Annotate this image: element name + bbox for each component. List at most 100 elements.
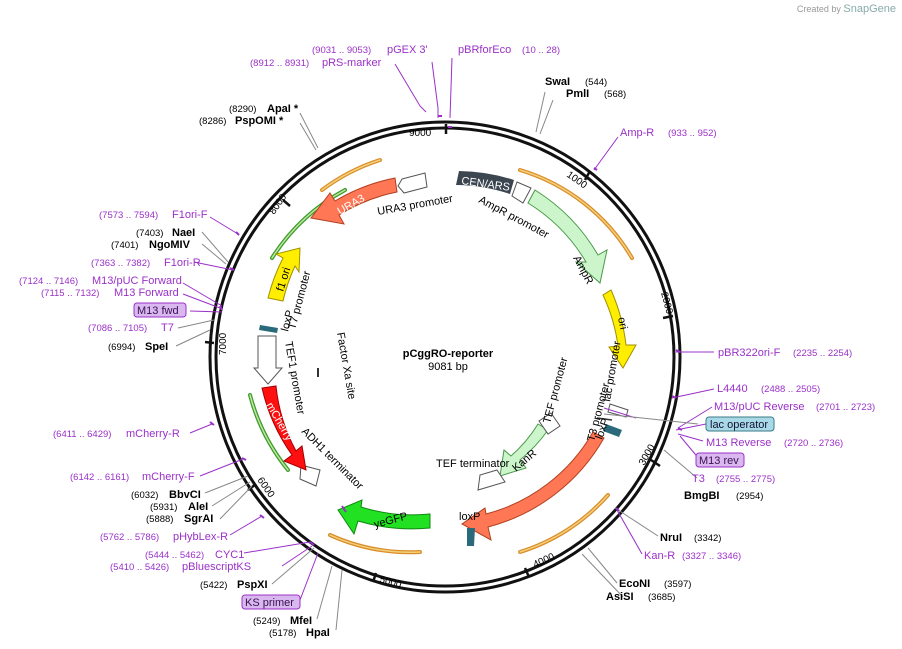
feature-label-loxp-b: loxP	[459, 511, 480, 523]
site-name-ks-primer: KS primer	[245, 597, 294, 609]
site-name-swai: SwaI	[545, 76, 570, 88]
site-coords-spei: (6994)	[108, 342, 135, 353]
site-coords-alei: (5931)	[150, 502, 177, 513]
site-coords-t7: (7086 .. 7105)	[88, 323, 147, 334]
cen-ars-feature	[456, 171, 514, 194]
feature-label-ura3-promoter: URA3 promoter	[376, 193, 454, 218]
yegfp-feature	[337, 499, 431, 536]
tick-label-1000: 1000	[564, 169, 589, 191]
kanr-feature	[499, 423, 549, 477]
site-name-bmgbi: BmgBI	[684, 490, 719, 502]
tick-label-9000: 9000	[409, 128, 432, 139]
mcherry-feature	[261, 385, 307, 471]
site-name-m13-forward: M13 Forward	[114, 287, 179, 299]
site-coords-m13-reverse: (2720 .. 2736)	[784, 438, 843, 449]
site-name-pbrforeco: pBRforEco	[458, 44, 511, 56]
site-coords-pmli: (568)	[604, 89, 626, 100]
site-coords-pspxi: (5422)	[200, 580, 227, 591]
site-coords-mcherry-f: (6142 .. 6161)	[70, 472, 129, 483]
site-coords-ngomiv: (7401)	[111, 240, 138, 251]
site-name-lac-operator: lac operator	[710, 419, 768, 431]
ura3-promoter-feature	[397, 172, 428, 194]
snapgene-watermark: Created by SnapGene	[797, 3, 896, 15]
site-name-naei: NaeI	[172, 227, 195, 239]
orf-arcs	[320, 158, 634, 555]
site-name-pbr322ori-f: pBR322ori-F	[718, 347, 781, 359]
site-name-m13-puc-forward: M13/pUC Forward	[92, 275, 182, 287]
site-coords-apai: (8290)	[229, 104, 256, 115]
site-coords-pbluescriptks: (5410 .. 5426)	[110, 562, 169, 573]
site-coords-amp-r: (933 .. 952)	[668, 128, 717, 139]
site-coords-bmgbi: (2954)	[736, 491, 763, 502]
site-coords-naei: (7403)	[136, 228, 163, 239]
site-coords-mfei: (5249)	[253, 616, 280, 627]
tick-label-7000: 7000	[218, 332, 229, 355]
site-name-nrui: NruI	[660, 532, 682, 544]
site-name-mcherry-r: mCherry-R	[126, 428, 180, 440]
site-name-kan-r: Kan-R	[644, 550, 675, 562]
site-coords-nrui: (3342)	[694, 533, 721, 544]
site-name-pbluescriptks: pBluescriptKS	[182, 561, 251, 573]
site-coords-hpai: (5178)	[269, 628, 296, 639]
f1-ori-feature	[267, 247, 301, 302]
leader-lines	[175, 57, 715, 631]
adh1-terminator-feature	[299, 464, 321, 487]
site-name-alei: AleI	[188, 501, 208, 513]
feature-label-tef-promoter: TEF promoter	[541, 356, 570, 425]
m13-rev-box	[695, 452, 745, 468]
lac-operator-box	[705, 416, 775, 432]
site-coords-f1ori-r: (7363 .. 7382)	[91, 258, 150, 269]
site-coords-cyc1: (5444 .. 5462)	[145, 550, 204, 561]
site-name-cyc1: CYC1	[215, 549, 244, 561]
plasmid-name: pCggRO-reporter	[403, 348, 494, 360]
feature-label-loxp-c: loxP	[279, 309, 296, 333]
tick-label-5000: 5000	[378, 574, 403, 590]
site-name-pspomi: PspOMI *	[235, 115, 284, 127]
tef-terminator-feature	[477, 469, 506, 491]
site-name-pgex3: pGEX 3'	[387, 44, 428, 56]
site-labels: (9031 .. 9053) pGEX 3' pBRforEco (10 .. …	[19, 44, 875, 639]
site-coords-pgex3: (9031 .. 9053)	[312, 45, 371, 56]
ampr-promoter-feature	[511, 181, 532, 204]
site-coords-f1ori-f: (7573 .. 7594)	[99, 210, 158, 221]
site-coords-l4440: (2488 .. 2505)	[761, 384, 820, 395]
site-name-mcherry-f: mCherry-F	[142, 471, 195, 483]
loxp-feature-a	[603, 424, 622, 437]
site-name-f1ori-f: F1ori-F	[172, 209, 208, 221]
site-name-m13-fwd: M13 fwd	[137, 305, 179, 317]
site-name-l4440: L4440	[717, 383, 748, 395]
site-name-t3: T3	[692, 473, 705, 485]
site-coords-t3: (2755 .. 2775)	[716, 474, 775, 485]
ks-primer-box	[241, 594, 301, 610]
site-name-amp-r: Amp-R	[620, 127, 654, 139]
site-name-prs-marker: pRS-marker	[322, 57, 382, 69]
kanmx-feature	[461, 431, 605, 541]
site-name-pspxi: PspXI	[237, 579, 268, 591]
site-name-m13-rev: M13 rev	[699, 455, 739, 467]
site-coords-m13-puc-reverse: (2701 .. 2723)	[816, 402, 875, 413]
site-coords-asisi: (3685)	[648, 592, 675, 603]
loxp-feature-c	[259, 325, 278, 333]
ura3-feature	[310, 177, 398, 225]
site-name-spei: SpeI	[145, 341, 168, 353]
site-name-econi: EcoNI	[619, 578, 650, 590]
site-coords-kan-r: (3327 .. 3346)	[682, 551, 741, 562]
tick-marks	[204, 124, 674, 583]
site-coords-swai: (544)	[585, 77, 607, 88]
primer-ticks	[209, 115, 683, 546]
site-coords-prs-marker: (8912 .. 8931)	[250, 58, 309, 69]
primer-boxes	[133, 302, 775, 610]
site-name-sgrai: SgrAI	[184, 513, 213, 525]
tef1-promoter-feature	[252, 335, 284, 385]
site-coords-sgrai: (5888)	[146, 514, 173, 525]
site-name-ngomiv: NgoMIV	[149, 239, 191, 251]
site-coords-econi: (3597)	[664, 579, 691, 590]
site-name-t7: T7	[161, 322, 174, 334]
m13-fwd-box	[133, 302, 187, 318]
site-name-asisi: AsiSI	[606, 591, 634, 603]
site-coords-m13-forward: (7115 .. 7132)	[41, 288, 99, 299]
feature-label-tef-terminator: TEF terminator	[436, 458, 510, 470]
site-name-hpai: HpaI	[306, 627, 330, 639]
site-coords-m13-puc-forward: (7124 .. 7146)	[19, 276, 78, 287]
